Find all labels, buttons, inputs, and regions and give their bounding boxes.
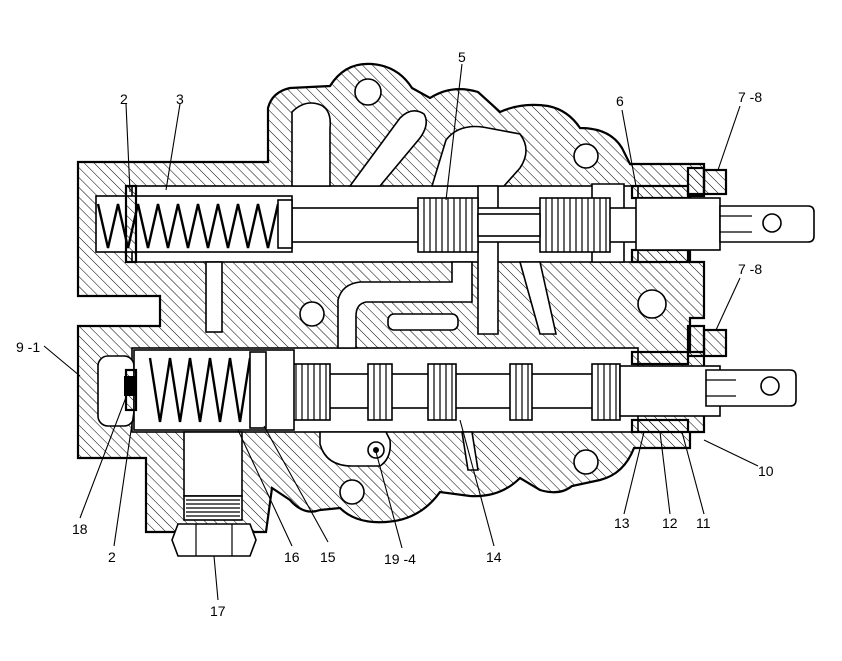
callout-18: 18 xyxy=(72,521,88,537)
upper-spring-assembly xyxy=(95,184,293,264)
callout-12: 12 xyxy=(662,515,678,531)
callout-10: 10 xyxy=(758,463,774,479)
lower-spool-land-2 xyxy=(367,363,393,421)
lower-spool-land-3 xyxy=(427,363,457,421)
leader-lines xyxy=(43,63,759,601)
check-ball xyxy=(367,441,385,459)
callout-15: 15 xyxy=(320,549,336,565)
callout-16: 16 xyxy=(284,549,300,565)
callout-2-bottom: 2 xyxy=(108,549,116,565)
callout-6: 6 xyxy=(616,93,624,109)
callout-labels: 2 3 5 6 7 -8 7 -8 9 -1 10 11 12 13 14 15… xyxy=(16,49,774,619)
callout-14: 14 xyxy=(486,549,502,565)
lower-spool-land-5 xyxy=(591,363,621,421)
callout-7-8-mid: 7 -8 xyxy=(738,261,762,277)
callout-7-8-top: 7 -8 xyxy=(738,89,762,105)
callout-11: 11 xyxy=(696,515,711,531)
lower-spool-land-4 xyxy=(509,363,533,421)
callout-19-4: 19 -4 xyxy=(384,551,416,567)
callout-13: 13 xyxy=(614,515,630,531)
callout-5: 5 xyxy=(458,49,466,65)
upper-spool-land-right xyxy=(539,197,611,253)
upper-spool-land-left xyxy=(417,197,479,253)
upper-spool xyxy=(285,166,815,264)
lower-spool xyxy=(259,324,797,434)
callout-3: 3 xyxy=(176,91,184,107)
callout-9-1: 9 -1 xyxy=(16,339,40,355)
callout-2-top: 2 xyxy=(120,91,128,107)
lower-spring-assembly xyxy=(97,349,295,431)
callout-17: 17 xyxy=(210,603,226,619)
relief-plug xyxy=(171,431,257,557)
